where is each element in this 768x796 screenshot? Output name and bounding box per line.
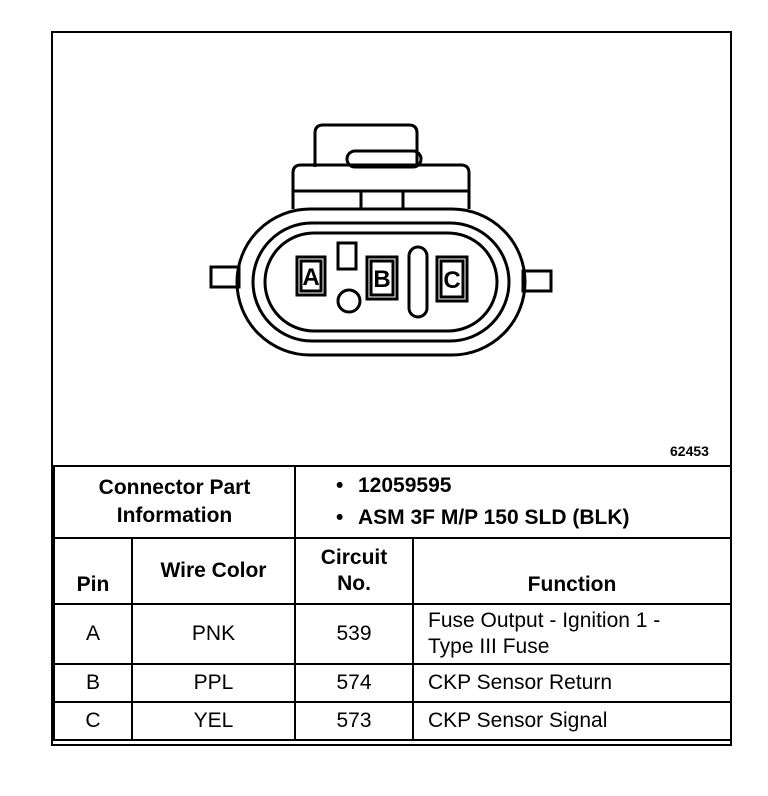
part-info-item: •12059595	[336, 474, 452, 497]
connector-latch	[313, 123, 419, 167]
connector-diagram-area: A B C 62453	[53, 33, 730, 465]
pin-label-c: C	[443, 267, 460, 294]
pin-cavity-a	[295, 255, 327, 297]
right-tab	[521, 269, 553, 293]
pin-cell: C	[53, 701, 133, 741]
table-row: A PNK 539 Fuse Output - Ignition 1 - Typ…	[53, 603, 733, 665]
part-info-list: •12059595 •ASM 3F M/P 150 SLD (BLK)	[293, 465, 733, 539]
table-row: B PPL 574 CKP Sensor Return	[53, 663, 733, 703]
pin-cavity-b-inner	[369, 259, 395, 297]
wire-color-cell: PNK	[131, 603, 296, 665]
pin-cell: A	[53, 603, 133, 665]
pin-label-a: A	[302, 264, 319, 291]
pin-cavity-b	[365, 255, 399, 301]
circuit-cell: 574	[294, 663, 414, 703]
connector-body-mid	[251, 221, 511, 343]
circuit-cell: 539	[294, 603, 414, 665]
table-row: C YEL 573 CKP Sensor Signal	[53, 701, 733, 741]
header-wire-color: Wire Color	[131, 537, 296, 605]
pin-cavity-a-inner	[299, 259, 323, 293]
pin-cavity-c	[435, 255, 469, 303]
pin-cell: B	[53, 663, 133, 703]
header-pin: Pin	[53, 537, 133, 605]
pin-cavity-c-inner	[439, 259, 465, 299]
figure-number: 62453	[670, 443, 709, 459]
wire-color-cell: PPL	[131, 663, 296, 703]
polarizing-key	[336, 241, 358, 271]
connector-body-inner	[263, 231, 499, 333]
header-row: Pin Wire Color Circuit No. Function	[53, 537, 733, 605]
left-tab	[209, 265, 241, 289]
part-info-row: Connector Part Information •12059595 •AS…	[53, 465, 733, 539]
connector-body-outer	[235, 207, 527, 357]
header-circuit-no: Circuit No.	[294, 537, 414, 605]
connector-table: Connector Part Information •12059595 •AS…	[53, 465, 733, 741]
function-cell: CKP Sensor Signal	[411, 701, 733, 741]
center-divider	[407, 245, 429, 319]
circuit-cell: 573	[294, 701, 414, 741]
function-cell: Fuse Output - Ignition 1 - Type III Fuse	[411, 603, 733, 665]
wire-color-cell: YEL	[131, 701, 296, 741]
connector-frame: A B C 62453 Connector Part Information •…	[51, 31, 733, 746]
locator-dot	[336, 288, 362, 314]
pin-label-b: B	[373, 266, 390, 293]
connector-shoulder	[291, 163, 471, 209]
part-info-item: •ASM 3F M/P 150 SLD (BLK)	[336, 506, 630, 529]
function-cell: CKP Sensor Return	[411, 663, 733, 703]
header-function: Function	[411, 537, 733, 605]
latch-slot	[345, 149, 423, 169]
connector-drawing: A B C	[209, 123, 553, 357]
part-info-label: Connector Part Information	[53, 465, 296, 539]
